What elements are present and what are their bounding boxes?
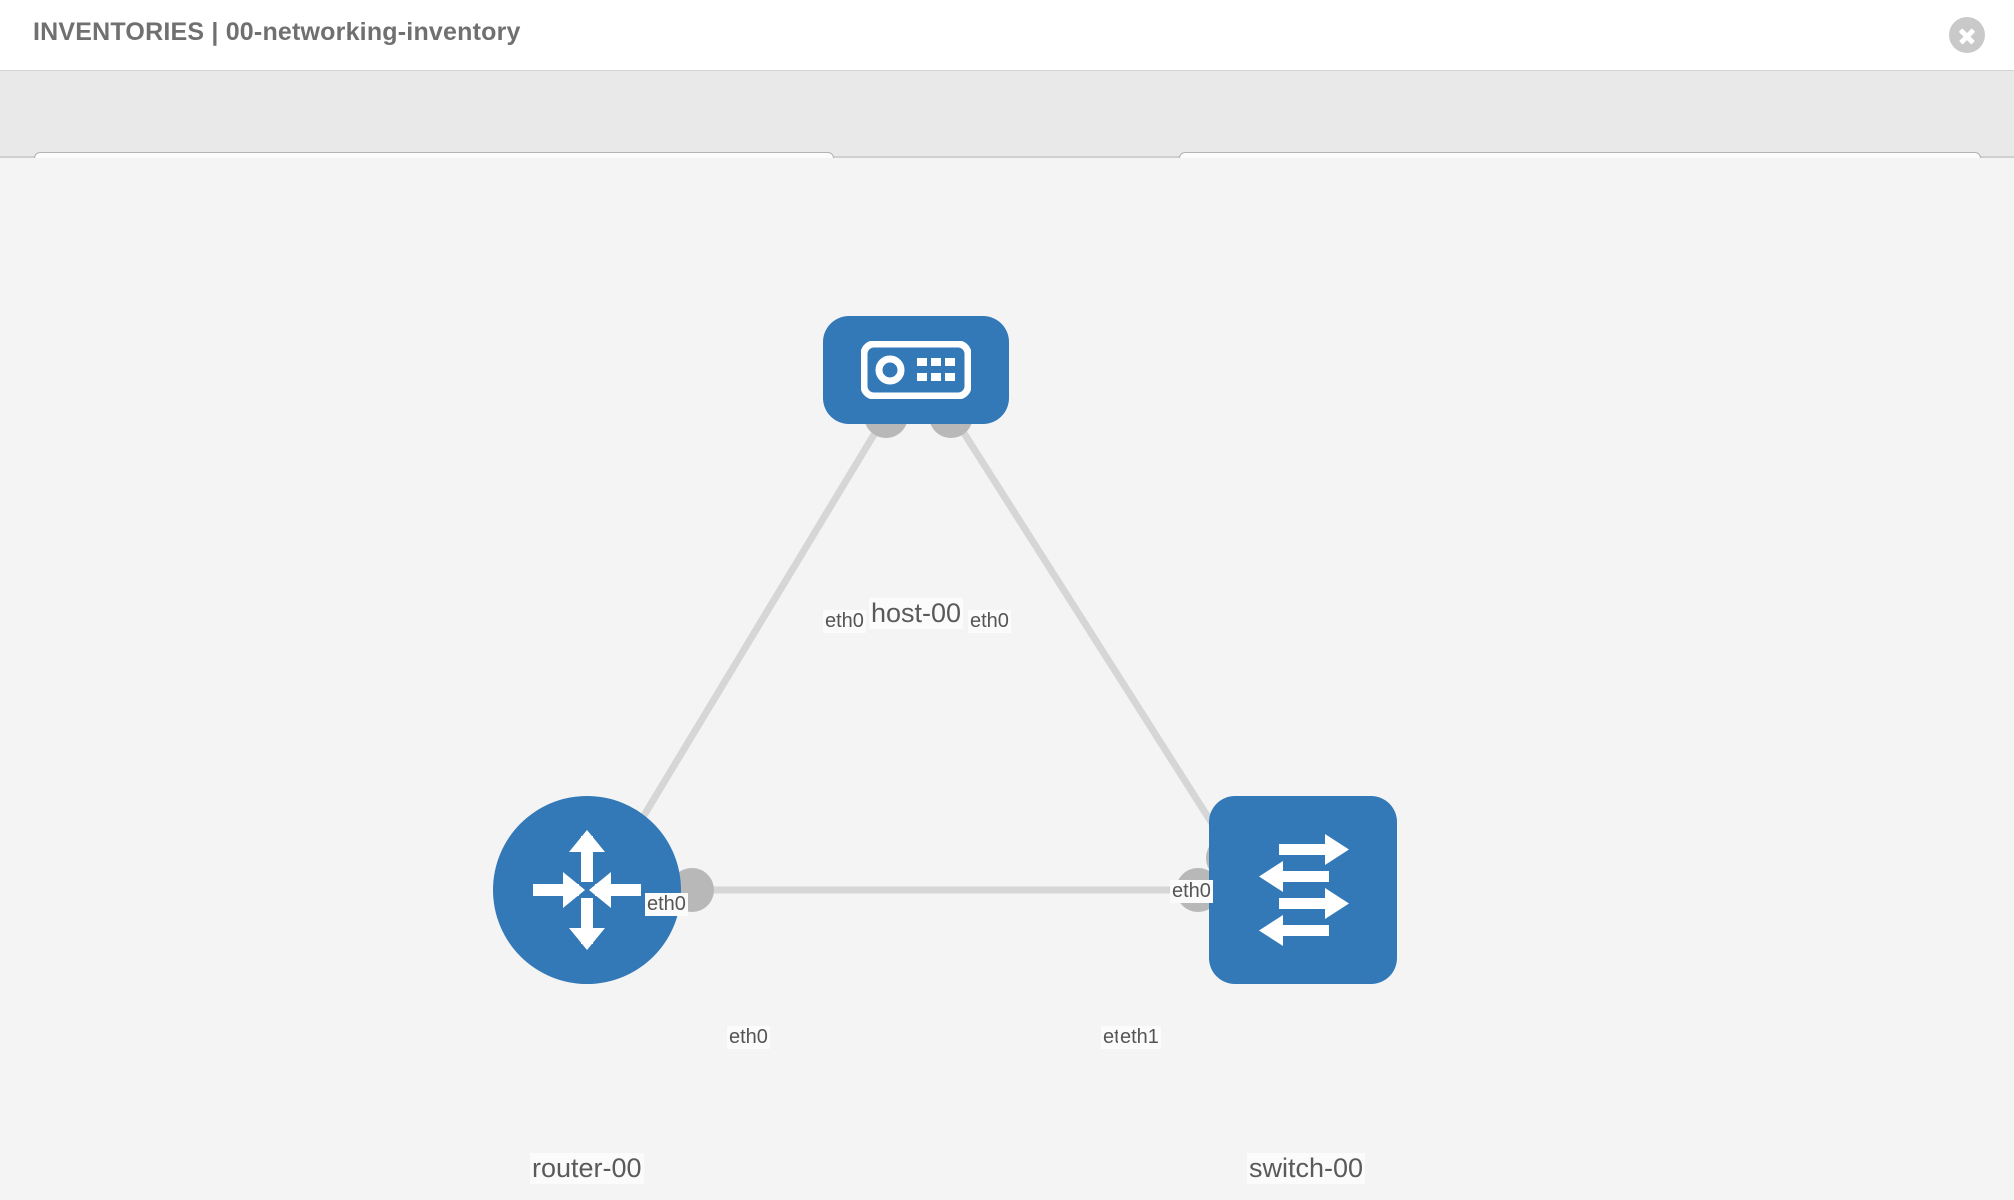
interface-label-host-right: eth0: [968, 610, 1011, 633]
page-title: INVENTORIES | 00-networking-inventory: [33, 18, 521, 46]
topology-node-switch-00[interactable]: [1209, 796, 1397, 984]
interface-label-switch-left-over: eth1: [1118, 1026, 1161, 1049]
interface-label-router-uplink: eth0: [645, 893, 688, 916]
topology-node-label-host-00: host-00: [869, 598, 964, 629]
topology-node-label-router-00: router-00: [530, 1153, 644, 1184]
topology-node-router-00[interactable]: [493, 796, 681, 984]
page-header: INVENTORIES | 00-networking-inventory: [0, 0, 2014, 70]
topology-canvas[interactable]: host-00 router-00 switch-00 eth0 eth0 et…: [0, 158, 2014, 1200]
toolbar: ACTIONS SEARCH: [0, 70, 2014, 204]
topology-edges: [608, 394, 1250, 912]
close-icon[interactable]: [1949, 17, 1985, 53]
interface-label-host-left: eth0: [823, 610, 866, 633]
topology-node-label-switch-00: switch-00: [1247, 1153, 1366, 1184]
server-icon: [861, 341, 971, 399]
router-arrows-icon: [533, 830, 641, 950]
interface-label-switch-uplink: eth0: [1170, 880, 1213, 903]
topology-node-host-00[interactable]: [823, 316, 1009, 424]
interface-label-router-right: eth0: [727, 1026, 770, 1049]
switch-arrows-icon: [1259, 834, 1349, 946]
